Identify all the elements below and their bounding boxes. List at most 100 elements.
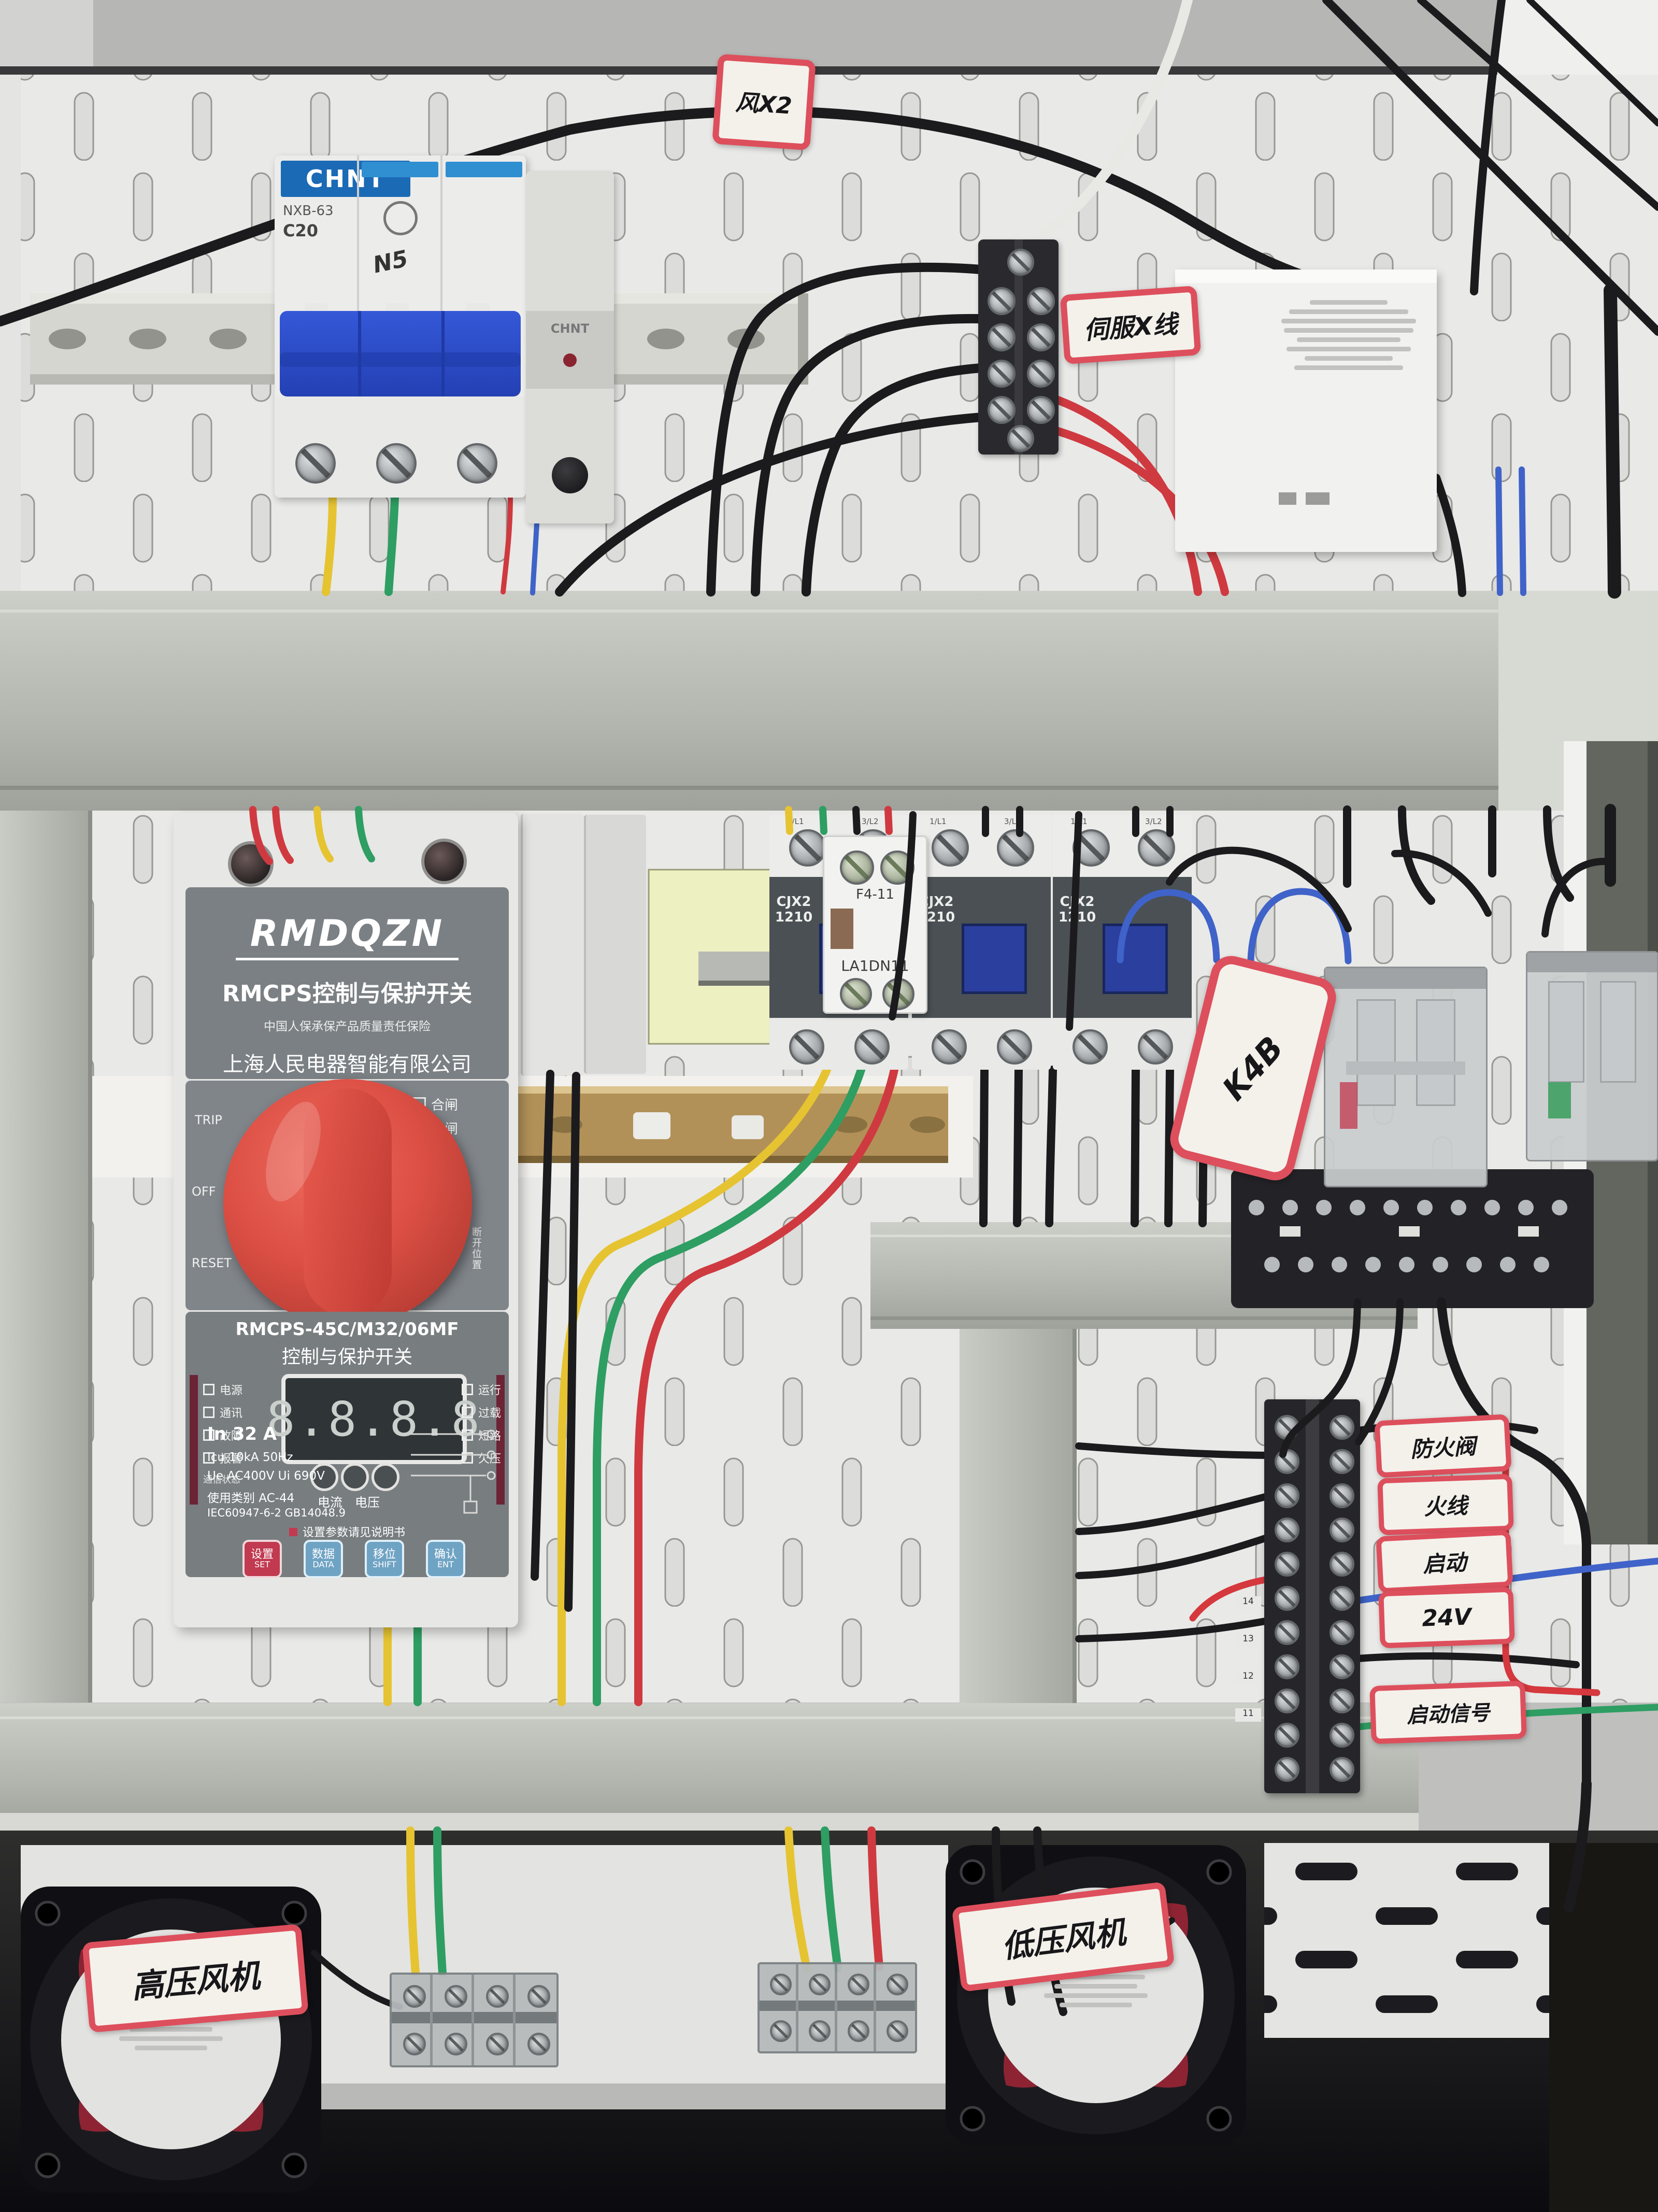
contactor-model: 1210 <box>775 909 813 925</box>
terminal-strip-right: 14 13 12 11 <box>1235 1399 1360 1793</box>
handwritten-mark: N5 <box>370 245 411 279</box>
aux-model-bottom: LA1DN11 <box>841 957 909 974</box>
fuse-brand: CHNT <box>550 321 590 336</box>
terminal-block-top <box>978 239 1059 455</box>
rmcps-unit: RMDQZN RMCPS控制与保护开关 中国人保承保产品质量责任保险 上海人民电… <box>174 813 518 1627</box>
rmcps-control-plate: RMCPS-45C/M32/06MF 控制与保护开关 电源 通讯 故障 报警 通… <box>185 1312 509 1578</box>
wire-marker: 13 <box>1235 1634 1261 1647</box>
note-line: 设置参数请见说明书 <box>185 1523 509 1540</box>
relay-2 <box>1526 951 1658 1161</box>
cable-duct-vert <box>960 1329 1077 1703</box>
fuse-holder: CHNT <box>526 171 614 523</box>
contactor-screw <box>854 1029 890 1065</box>
seven-segment-display: 8.8.8.8 <box>266 1374 480 1464</box>
fuse-indicator <box>563 353 577 367</box>
breaker-terminal-screw <box>376 443 417 484</box>
pole2-header <box>362 162 438 177</box>
meas-button[interactable] <box>310 1463 338 1491</box>
aux-model-top: F4-11 <box>856 887 894 902</box>
indicator-label: 电源 <box>220 1384 243 1397</box>
power-supply-label <box>1274 295 1424 375</box>
rmcps-screw <box>228 841 274 887</box>
rmcps-side-module <box>584 815 646 1074</box>
relay-flag-red <box>1340 1082 1357 1129</box>
knob-label-reset: RESET <box>192 1256 232 1270</box>
terminal-label: 1/L1 <box>930 817 947 826</box>
contactor-model: 1210 <box>1058 909 1096 925</box>
terminal-tag-2: 火线 <box>1377 1473 1514 1536</box>
rmcps-insurance: 中国人保承保产品质量责任保险 <box>264 1020 431 1033</box>
breaker-toggle-handle[interactable] <box>280 311 521 396</box>
fuse-screw <box>552 457 588 493</box>
cable-duct-left <box>0 811 92 1703</box>
indicator-label: 短路 <box>478 1430 502 1443</box>
rmcps-logo: RMDQZN <box>250 912 445 955</box>
knob-label-trip: TRIP <box>195 1113 222 1127</box>
breaker-rating: C20 <box>283 221 319 240</box>
meas-label: 电流 <box>318 1495 342 1510</box>
cable-duct-bottom <box>0 1703 1419 1831</box>
meas-button[interactable] <box>341 1463 369 1491</box>
rmcps-label-plate: RMDQZN RMCPS控制与保护开关 中国人保承保产品质量责任保险 上海人民电… <box>185 887 509 1079</box>
spec-line: Ue AC400V Ui 690V <box>207 1469 325 1483</box>
knob-right-label: 合闸 <box>431 1097 459 1113</box>
terminal-label: 3/L2 <box>1145 817 1162 826</box>
display-digits: 8.8.8.8 <box>266 1391 482 1447</box>
wire-marker: 11 <box>1235 1708 1261 1722</box>
relay-socket-base <box>1231 1169 1594 1308</box>
rmcps-screw <box>421 839 467 884</box>
cable-tag-top: 风X2 <box>712 53 816 151</box>
cable-duct-top <box>0 591 1658 811</box>
fan-tag-left: 高压风机 <box>82 1923 309 2033</box>
cable-tag-power: 伺服X线 <box>1060 285 1202 365</box>
rmcps-model: RMCPS-45C/M32/06MF <box>235 1319 459 1340</box>
terminal-label: 1/L1 <box>1070 817 1088 826</box>
terminal-strip-bottom-left <box>390 1973 559 2067</box>
rmcps-knob-plate: TRIP OFF RESET 合闸 分闸 脱扣 复位 接通位置 断开位置 <box>185 1079 509 1327</box>
knob-label-off: OFF <box>192 1184 216 1199</box>
rmcps-company: 上海人民电器智能有限公司 <box>223 1053 471 1076</box>
breaker-terminal-screw <box>457 443 497 484</box>
certification-icon <box>383 201 418 235</box>
terminal-tag-5: 启动信号 <box>1369 1680 1527 1745</box>
aux-contact-block: F4-11 LA1DN11 <box>823 835 927 1014</box>
perforated-strip-bottom-right <box>1264 1843 1549 2038</box>
spec-line: IEC60947-6-2 GB14048.9 <box>207 1507 346 1519</box>
indicator-label: 故障 <box>220 1430 243 1443</box>
contactor-screw <box>789 1029 824 1065</box>
indicator-label: 通讯 <box>220 1407 243 1420</box>
rmcps-side-module <box>521 814 584 1075</box>
pole3-header <box>446 162 522 177</box>
terminal-label: 1/L1 <box>787 817 804 826</box>
terminal-tag-3: 启动 <box>1376 1529 1513 1594</box>
power-supply-box <box>1175 270 1437 552</box>
indicator-foot: 通信状态 <box>203 1474 240 1485</box>
rmcps-model-sub: 控制与保护开关 <box>281 1346 412 1368</box>
meas-label: 电压 <box>355 1495 380 1510</box>
knob-side-note: 断开位置 <box>470 1227 482 1270</box>
spec-line: In 32 A <box>207 1424 277 1444</box>
wiring-diagram <box>411 1429 496 1514</box>
meas-button[interactable] <box>371 1463 399 1491</box>
indicator-label: 运行 <box>478 1384 502 1397</box>
contactor-coil-window <box>962 924 1027 994</box>
indicator-label: 报警 <box>220 1453 243 1466</box>
contactor-model: CJX2 <box>1060 894 1095 910</box>
wire-marker: 12 <box>1235 1671 1261 1684</box>
relay-1 <box>1324 967 1488 1187</box>
breaker-terminal-screw <box>295 443 336 484</box>
rmcps-heading: RMCPS控制与保护开关 <box>222 981 472 1007</box>
indicator-label: 过载 <box>478 1407 502 1420</box>
spec-line: 使用类别 AC-44 <box>207 1492 295 1505</box>
terminal-tag-1: 防火阀 <box>1374 1414 1512 1478</box>
terminal-strip-bottom-right <box>757 1962 917 2053</box>
rotary-knob[interactable] <box>223 1079 472 1327</box>
relay-flag-green <box>1548 1082 1571 1118</box>
wall-top <box>0 0 1658 73</box>
